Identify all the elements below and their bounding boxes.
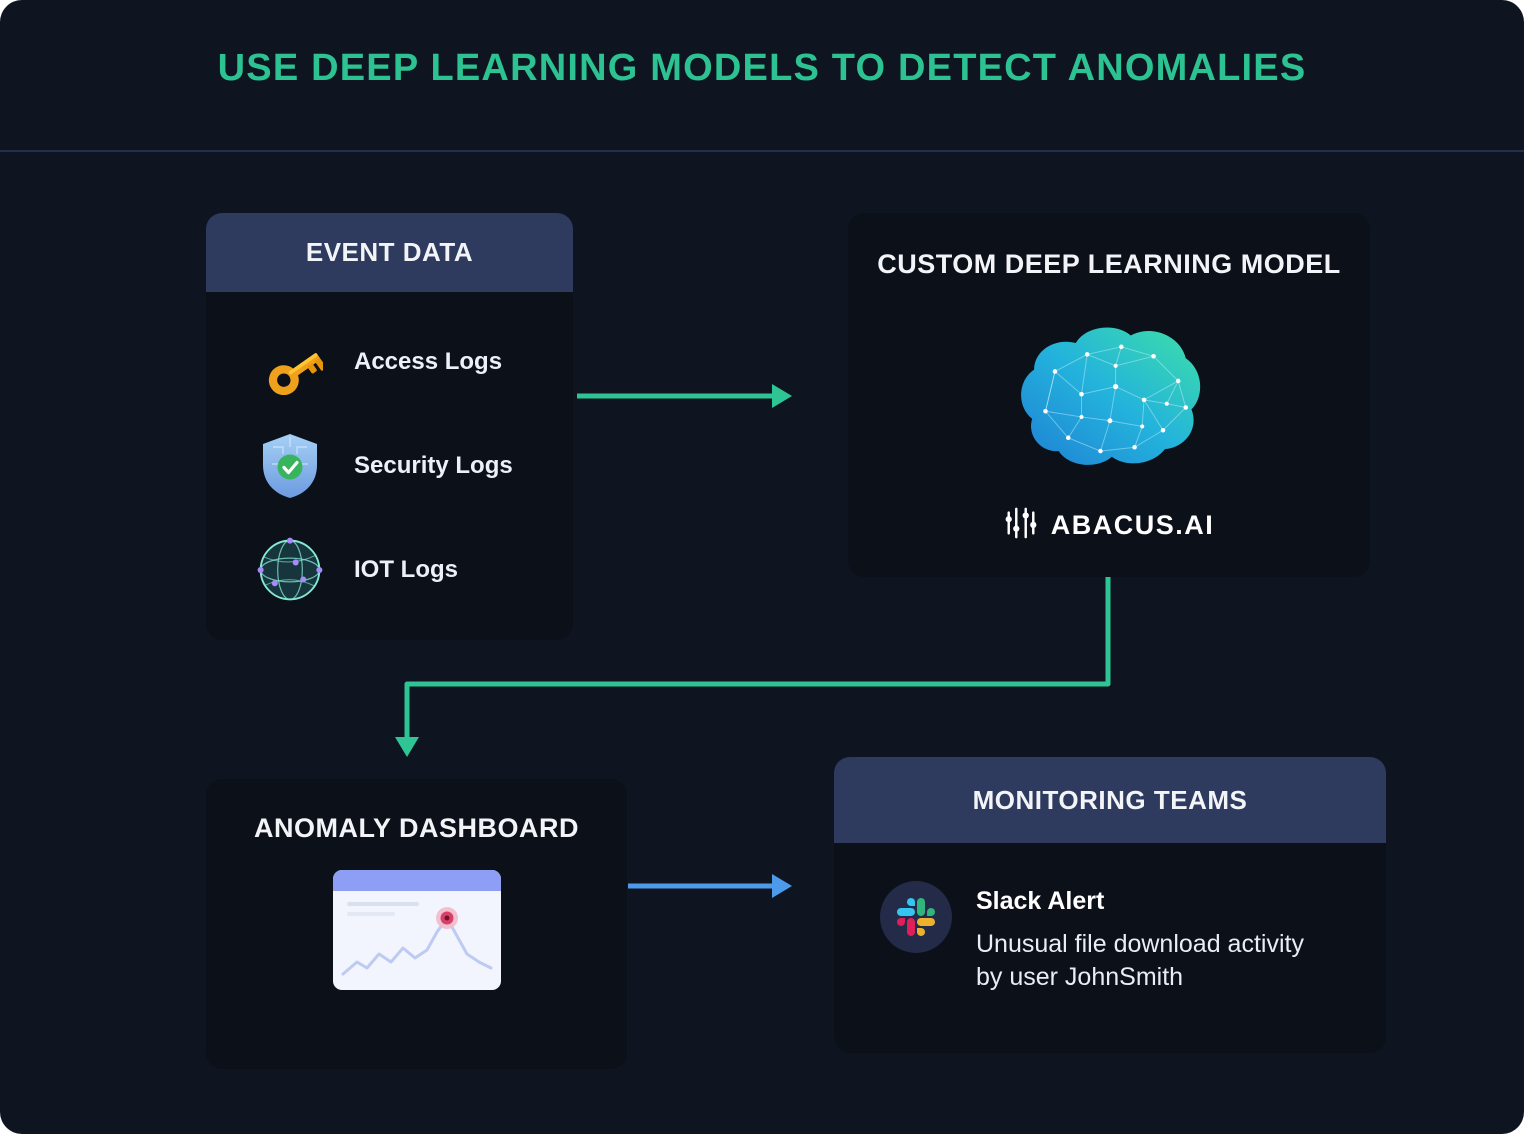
event-item-label: Security Logs bbox=[354, 452, 513, 479]
neural-brain-illustration bbox=[1000, 302, 1218, 494]
key-icon bbox=[252, 326, 328, 398]
model-title: CUSTOM DEEP LEARNING MODEL bbox=[877, 249, 1341, 279]
abacus-brand-text: ABACUS.AI bbox=[1050, 510, 1215, 540]
event-data-card: EVENT DATA Access Logs bbox=[206, 213, 573, 640]
arrow-model-to-dashboard bbox=[395, 577, 1111, 757]
event-data-title: EVENT DATA bbox=[305, 237, 474, 267]
alert-text-block: Slack Alert Unusual file download activi… bbox=[976, 881, 1321, 994]
globe-network-icon bbox=[252, 534, 328, 606]
title-divider bbox=[0, 150, 1524, 152]
dashboard-chart-illustration bbox=[332, 870, 501, 995]
list-item-iot-logs: IOT Logs bbox=[252, 534, 555, 606]
alert-message: Unusual file download activity by user J… bbox=[976, 930, 1304, 991]
event-item-label: IOT Logs bbox=[354, 556, 458, 583]
arrow-dashboard-to-monitoring bbox=[628, 874, 792, 898]
slack-icon bbox=[880, 881, 952, 953]
alert-title: Slack Alert bbox=[976, 887, 1105, 915]
abacus-brand: ABACUS.AI bbox=[1004, 506, 1215, 545]
event-data-header: EVENT DATA bbox=[206, 213, 573, 292]
arrow-event-to-model bbox=[577, 384, 792, 408]
monitoring-header: MONITORING TEAMS bbox=[834, 757, 1386, 843]
event-data-list: Access Logs bbox=[206, 292, 573, 606]
list-item-security-logs: Security Logs bbox=[252, 430, 555, 502]
monitoring-teams-card: MONITORING TEAMS Slack Alert Unusual fil… bbox=[834, 757, 1386, 1053]
monitoring-title: MONITORING TEAMS bbox=[972, 784, 1248, 815]
deep-learning-model-card: CUSTOM DEEP LEARNING MODEL bbox=[848, 213, 1370, 577]
anomaly-dot bbox=[435, 907, 458, 929]
anomaly-dashboard-card: ANOMALY DASHBOARD bbox=[206, 779, 627, 1069]
event-item-label: Access Logs bbox=[354, 348, 503, 375]
slack-alert-row: Slack Alert Unusual file download activi… bbox=[834, 843, 1386, 994]
page-title: USE DEEP LEARNING MODELS TO DETECT ANOMA… bbox=[217, 47, 1307, 89]
dashboard-title: ANOMALY DASHBOARD bbox=[253, 813, 580, 843]
shield-check-icon bbox=[252, 430, 328, 502]
abacus-logo-icon bbox=[1004, 506, 1038, 545]
list-item-access-logs: Access Logs bbox=[252, 326, 555, 398]
